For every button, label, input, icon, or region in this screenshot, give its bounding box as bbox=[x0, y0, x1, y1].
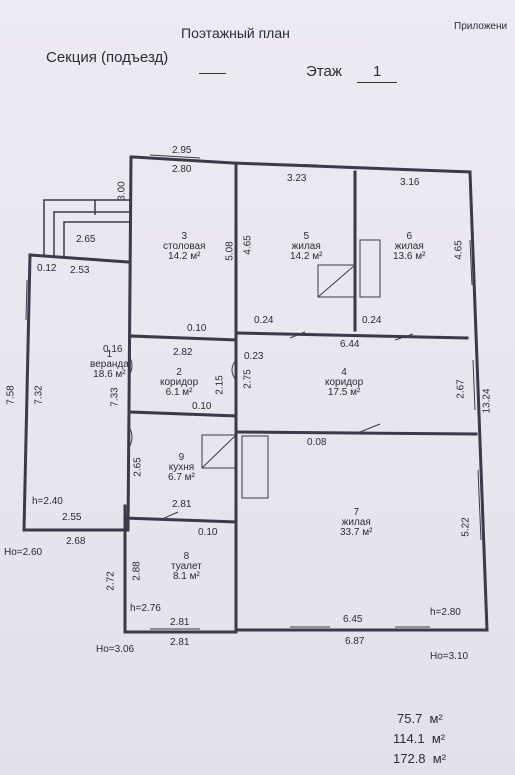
floor-value: 1 bbox=[373, 63, 382, 80]
dim-4-65-a: 4.65 bbox=[242, 235, 254, 255]
appendix-label: Приложени bbox=[454, 21, 508, 32]
dim-3-16: 3.16 bbox=[400, 177, 420, 188]
dim-0-16: 0.16 bbox=[103, 344, 123, 355]
dim-2-53: 2.53 bbox=[70, 265, 90, 276]
dim-2-81-b: 2.81 bbox=[170, 617, 190, 628]
dim-0-10-c: 0.10 bbox=[198, 527, 218, 538]
dim-0-10-a: 0.10 bbox=[187, 323, 207, 334]
dim-2-81-a: 2.81 bbox=[172, 499, 192, 510]
floor-label: Этаж bbox=[306, 63, 342, 80]
dim-2-95: 2.95 bbox=[172, 145, 192, 156]
section-underline bbox=[199, 73, 226, 74]
dim-6-87: 6.87 bbox=[345, 636, 365, 647]
total-3: 172.8 м² bbox=[393, 751, 447, 766]
total-1: 75.7 м² bbox=[397, 711, 443, 726]
dim-7-33: 7.33 bbox=[109, 387, 121, 407]
dim-3-23: 3.23 bbox=[287, 173, 307, 184]
dim-ho-3-10: Hо=3.10 bbox=[430, 651, 469, 662]
dim-6-44: 6.44 bbox=[340, 339, 360, 350]
dim-0-08: 0.08 bbox=[307, 437, 327, 448]
dim-6-45: 6.45 bbox=[343, 614, 363, 625]
dim-13-24: 13.24 bbox=[481, 388, 493, 414]
dim-5-08: 5.08 bbox=[224, 241, 236, 261]
floor-underline bbox=[357, 82, 397, 83]
dim-0-10-b: 0.10 bbox=[192, 401, 212, 412]
dim-h-2-40: h=2.40 bbox=[32, 496, 63, 507]
dim-ho-2-60: Hо=2.60 bbox=[4, 547, 43, 558]
plan-title: Поэтажный план bbox=[181, 25, 290, 41]
dim-7-32: 7.32 bbox=[33, 385, 45, 405]
dim-3-00: 3.00 bbox=[116, 181, 128, 201]
dim-ho-3-06: Hо=3.06 bbox=[96, 644, 135, 655]
dim-5-22: 5.22 bbox=[460, 517, 472, 537]
dim-2-80: 2.80 bbox=[172, 164, 192, 175]
dim-2-67: 2.67 bbox=[455, 379, 467, 399]
dim-0-24-b: 0.24 bbox=[362, 315, 382, 326]
dim-2-72: 2.72 bbox=[105, 571, 117, 591]
dim-2-65-porch: 2.65 bbox=[76, 234, 96, 245]
dim-h-2-76: h=2.76 bbox=[130, 603, 161, 614]
total-2: 114.1 м² bbox=[393, 731, 446, 746]
dim-2-68: 2.68 bbox=[66, 536, 86, 547]
dim-0-23: 0.23 bbox=[244, 351, 264, 362]
dim-2-82: 2.82 bbox=[173, 347, 193, 358]
dim-2-88: 2.88 bbox=[131, 561, 143, 581]
dim-4-65-b: 4.65 bbox=[453, 240, 465, 260]
section-label: Секция (подъезд) bbox=[46, 49, 169, 66]
dim-7-58: 7.58 bbox=[5, 385, 17, 405]
dim-h-2-80: h=2.80 bbox=[430, 607, 461, 618]
dim-2-65-kitchen: 2.65 bbox=[132, 457, 144, 477]
dim-2-81-c: 2.81 bbox=[170, 637, 190, 648]
dim-2-55: 2.55 bbox=[62, 512, 82, 523]
dim-2-75: 2.75 bbox=[242, 369, 254, 389]
dim-0-12: 0.12 bbox=[37, 263, 57, 274]
dim-2-15: 2.15 bbox=[214, 375, 226, 395]
dim-0-24-a: 0.24 bbox=[254, 315, 274, 326]
